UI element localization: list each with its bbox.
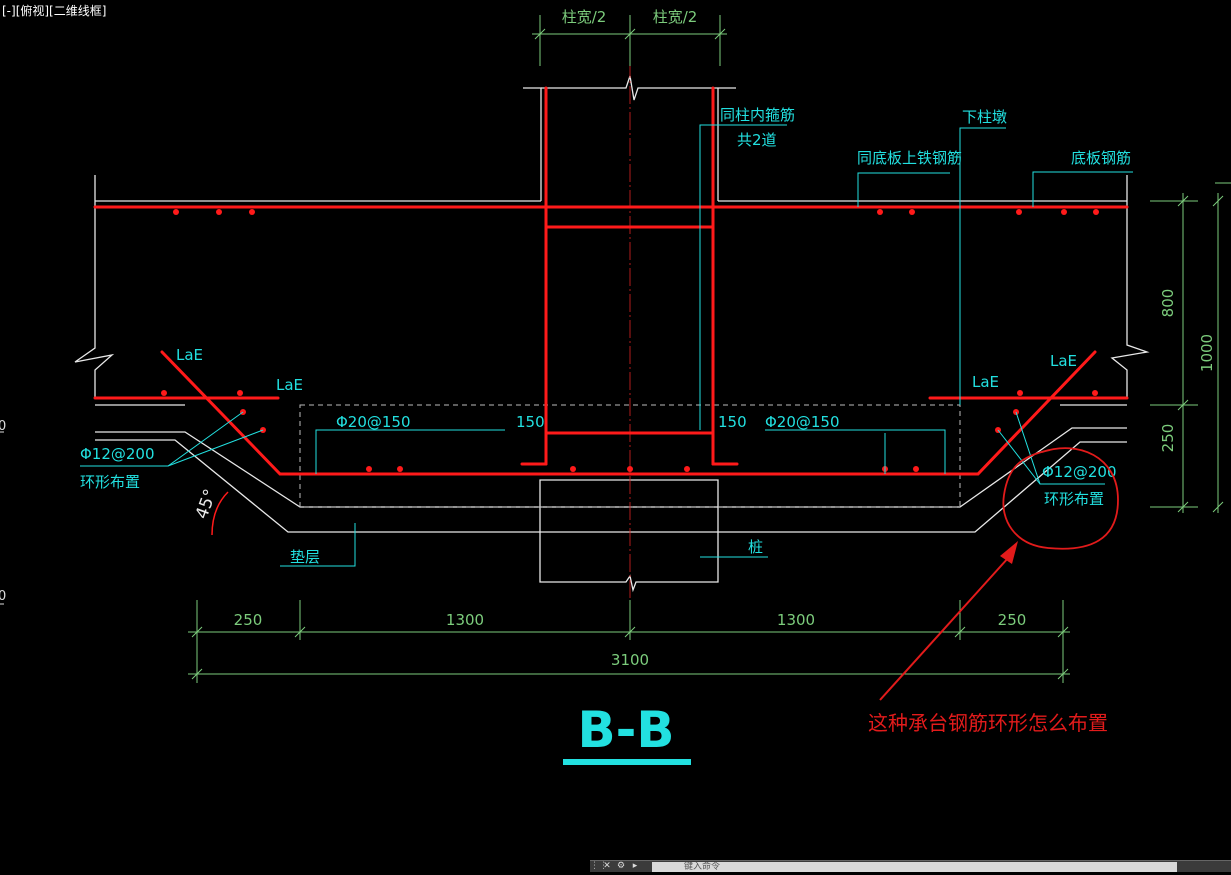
dim-total-label: 3100	[611, 651, 649, 669]
dim-800-label: 800	[1159, 289, 1177, 318]
rebar-group	[93, 86, 1129, 476]
ring-bar-left-label: Φ12@200	[80, 445, 155, 463]
dim-150-right: 150	[718, 413, 747, 431]
edge-mark-1: 0	[0, 419, 6, 434]
rebar-dots	[161, 209, 1099, 472]
markup-circle	[1002, 447, 1119, 550]
ring-layout-right-label: 环形布置	[1044, 490, 1104, 508]
left-edge-marks	[0, 431, 4, 605]
lae-label-4: LaE	[1050, 352, 1077, 370]
grip-handle-icon[interactable]: ⋮⋮	[590, 861, 608, 871]
ring-layout-left-label: 环形布置	[80, 473, 140, 491]
wrench-icon[interactable]: ⚙	[616, 861, 626, 871]
dim-250-right-label: 250	[998, 611, 1027, 629]
bottom-bars-left-label: Φ20@150	[336, 413, 411, 431]
markup-question-text: 这种承台钢筋环形怎么布置	[868, 711, 1108, 735]
ring-bar-right-label: Φ12@200	[1042, 463, 1117, 481]
pile-label: 桩	[748, 538, 763, 556]
viewport-control-label[interactable]: [-][俯视][二维线框]	[2, 4, 107, 18]
markup-arrow	[879, 541, 1018, 701]
edge-mark-2: 0	[0, 589, 6, 604]
slab-rebar-label: 底板钢筋	[1071, 149, 1131, 167]
stirrup-note-1: 同柱内箍筋	[720, 106, 795, 124]
dim-250-left-label: 250	[234, 611, 263, 629]
dim-1000-label: 1000	[1198, 334, 1216, 372]
leader-lines	[80, 124, 1133, 567]
lae-label-1: LaE	[176, 346, 203, 364]
lae-label-3: LaE	[972, 373, 999, 391]
col-half-left-label: 柱宽/2	[562, 8, 607, 26]
lower-pier-label: 下柱墩	[962, 108, 1007, 126]
dim-250-vertical-label: 250	[1159, 424, 1177, 453]
col-half-right-label: 柱宽/2	[653, 8, 698, 26]
command-line-bar[interactable]: ⋮⋮ ✕ ⚙ ▸ 键入命令	[590, 860, 1231, 872]
section-title-underline	[563, 759, 691, 765]
command-input[interactable]: 键入命令	[652, 861, 1177, 872]
dim-1300-right-label: 1300	[777, 611, 815, 629]
close-icon[interactable]: ✕	[603, 861, 611, 871]
bottom-bars-right-label: Φ20@150	[765, 413, 840, 431]
dim-150-left: 150	[516, 413, 545, 431]
angle-label: 45°	[192, 487, 221, 522]
dimension-lines	[188, 15, 1231, 683]
same-top-rebar-label: 同底板上铁钢筋	[857, 149, 962, 167]
cushion-label: 垫层	[290, 548, 320, 566]
dim-1300-left-label: 1300	[446, 611, 484, 629]
angle-arc	[211, 491, 229, 536]
command-prompt-icon[interactable]: ▸	[632, 861, 638, 871]
stirrup-note-2: 共2道	[737, 131, 777, 149]
concrete-outline	[74, 75, 1150, 593]
section-title: B-B	[578, 701, 675, 759]
lae-label-2: LaE	[276, 376, 303, 394]
